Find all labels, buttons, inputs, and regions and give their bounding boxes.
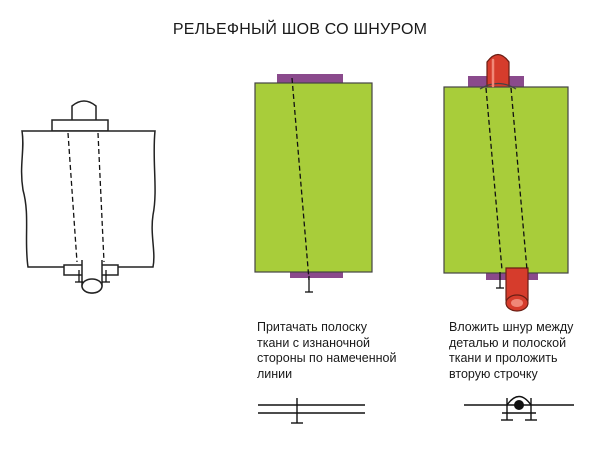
step-1-caption: Притачать полоску ткани с изнаночной сто…: [257, 320, 397, 381]
step-2-illustration: [443, 53, 569, 312]
section-cord: [514, 400, 524, 410]
cord-bulge: [479, 82, 517, 90]
cross-section-step-1: [258, 398, 365, 424]
green-fabric: [254, 82, 373, 273]
step-1-illustration: [254, 74, 373, 293]
strip-top: [277, 74, 343, 85]
stitch-line-right: [510, 87, 528, 271]
strip-top: [51, 119, 109, 132]
cord-top: [71, 100, 97, 122]
step-2-caption: Вложить шнур между деталью и полоской тк…: [449, 320, 574, 381]
finished-seam-illustration: [20, 100, 156, 294]
white-fabric: [20, 130, 156, 268]
strip-bottom: [290, 268, 343, 278]
stitch-line-left: [67, 132, 78, 263]
red-cord-end-highlight: [511, 299, 523, 307]
green-fabric: [443, 86, 569, 274]
section-bulge: [506, 395, 532, 406]
diagram-title: РЕЛЬЕФНЫЙ ШОВ СО ШНУРОМ: [172, 21, 428, 38]
stitch-line: [291, 77, 310, 281]
stitch-line-right: [97, 132, 105, 263]
cross-section-step-2: [464, 395, 574, 421]
cord-end: [81, 278, 103, 294]
stitch-line-left: [485, 87, 503, 271]
